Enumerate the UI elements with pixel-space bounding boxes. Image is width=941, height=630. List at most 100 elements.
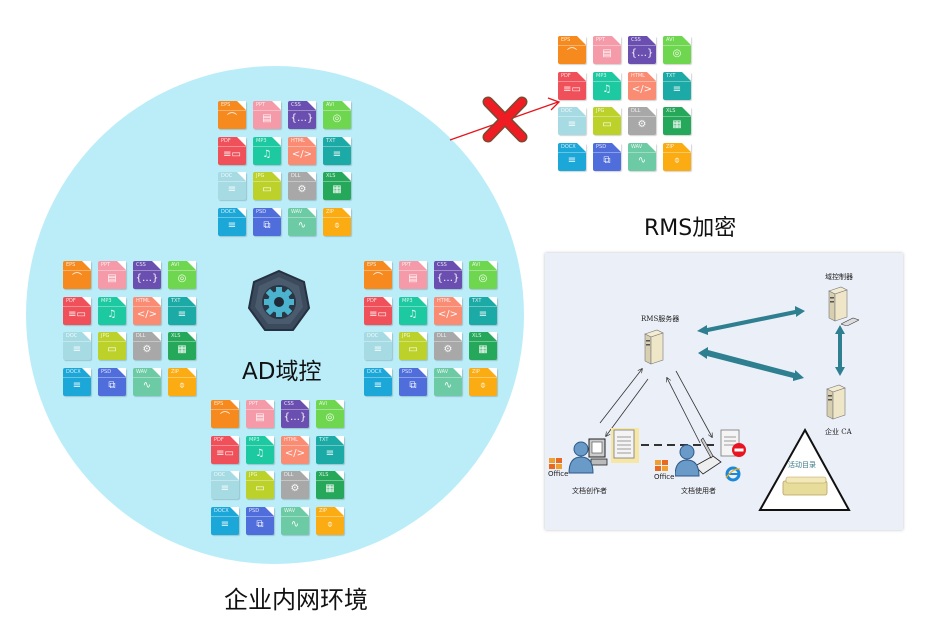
file-txt-icon: TXT≡	[316, 435, 344, 464]
file-ext-label: XLS	[666, 108, 676, 114]
file-eps-icon: EPS⌒	[364, 261, 392, 289]
office-label-author: Office	[548, 470, 569, 478]
keyboard-icon	[841, 317, 859, 326]
file-ext-label: DLL	[437, 333, 447, 339]
file-ext-label: HTML	[136, 297, 150, 304]
file-wav-icon: WAV∿	[133, 367, 161, 396]
file-glyph: ♫	[262, 148, 272, 160]
file-glyph: ≡	[220, 483, 230, 494]
file-glyph: ◎	[332, 113, 342, 124]
file-glyph: ≡	[72, 379, 82, 391]
file-glyph: ≡	[72, 344, 82, 355]
file-glyph: ⧉	[263, 219, 271, 231]
file-glyph: ▭	[262, 184, 272, 195]
file-ext-label: MP3	[101, 297, 112, 304]
file-glyph: </>	[291, 148, 313, 160]
file-pdf-icon: PDF≡▭	[63, 296, 91, 325]
file-ext-label: DOC	[214, 472, 226, 478]
file-css-icon: CSS{…}	[434, 261, 462, 289]
file-wav-icon: WAV ∿	[281, 506, 309, 535]
domain-controller-server-icon	[828, 286, 848, 322]
file-html-icon: HTML </>	[133, 296, 161, 325]
file-glyph: ⌒	[227, 113, 237, 124]
file-glyph: </>	[284, 447, 306, 459]
office-logo-icon	[655, 460, 668, 471]
file-ext-label: WAV	[284, 507, 296, 514]
file-glyph: ≡▭	[216, 447, 234, 459]
file-zip-icon: ZIP⌽	[168, 367, 196, 396]
file-ext-label: DLL	[284, 472, 294, 478]
file-html-icon: HTML</>	[628, 71, 656, 100]
file-mp3-icon: MP3♫	[593, 71, 621, 100]
file-glyph: </>	[631, 83, 653, 95]
file-psd-icon: PSD⧉	[399, 367, 427, 396]
file-avi-icon: AVI◎	[316, 400, 344, 428]
file-ext-label: HTML	[437, 297, 451, 304]
office-logo-icon	[549, 458, 562, 469]
file-ext-label: PSD	[256, 208, 267, 215]
file-glyph: ▤	[255, 412, 265, 423]
file-ext-label: PPT	[256, 102, 266, 108]
file-glyph: ▤	[262, 113, 272, 124]
ie-browser-icon	[725, 466, 741, 482]
rms-architecture-diagram: Office 文档创作者 Office 文档使用者 RMS服务器 域控制器 企业…	[545, 253, 903, 530]
file-glyph: ♫	[107, 308, 117, 320]
file-ext-label: MP3	[402, 297, 413, 304]
file-glyph: ⧉	[409, 379, 417, 391]
file-glyph: ♫	[408, 308, 418, 320]
file-ext-label: EPS	[66, 262, 76, 268]
file-xls-icon: XLS▦	[168, 332, 196, 360]
file-zip-icon: ZIP⌽	[323, 207, 351, 236]
file-glyph: ⌽	[327, 518, 333, 530]
file-eps-icon: EPS⌒	[218, 101, 246, 129]
blocked-x-icon	[482, 96, 528, 143]
file-glyph: ≡	[567, 119, 577, 130]
file-glyph: </>	[136, 308, 158, 320]
enterprise-ca-label: 企业 CA	[825, 428, 852, 436]
file-docx-icon: DOCX≡	[218, 207, 246, 236]
file-mp3-icon: MP3♫	[246, 435, 274, 464]
file-ext-label: JPG	[249, 472, 258, 478]
file-pdf-icon: PDF≡▭	[558, 71, 586, 100]
file-glyph: ∿	[290, 518, 300, 530]
file-eps-icon: EPS⌒	[63, 261, 91, 289]
file-ext-label: PDF	[66, 297, 76, 304]
file-css-icon: CSS{…}	[628, 36, 656, 64]
file-xls-icon: XLS▦	[316, 471, 344, 499]
file-jpg-icon: JPG▭	[253, 172, 281, 200]
file-glyph: ⧉	[603, 154, 611, 166]
file-glyph: ⚙	[290, 483, 300, 494]
file-glyph: ∿	[297, 219, 307, 231]
file-zip-icon: ZIP⌽	[469, 367, 497, 396]
file-ppt-icon: PPT ▤	[246, 400, 274, 428]
file-pdf-icon: PDF≡▭	[211, 435, 239, 464]
file-glyph: ▤	[602, 48, 612, 59]
file-doc-icon: DOC≡	[364, 332, 392, 360]
file-ext-label: PPT	[596, 37, 606, 43]
file-ext-label: PPT	[249, 401, 259, 407]
file-ext-label: ZIP	[326, 208, 334, 215]
doc-author-user-icon	[568, 438, 608, 474]
file-ext-label: DOC	[221, 173, 233, 179]
file-glyph: ≡	[220, 518, 230, 530]
file-eps-icon: EPS⌒	[211, 400, 239, 428]
file-glyph: {…}	[283, 412, 307, 423]
file-ext-label: JPG	[402, 333, 411, 339]
file-html-icon: HTML</>	[288, 136, 316, 165]
file-zip-icon: ZIP⌽	[663, 142, 691, 171]
rms-server-icon	[644, 329, 664, 365]
file-glyph: ▤	[408, 273, 418, 284]
file-jpg-icon: JPG▭	[246, 471, 274, 499]
file-ppt-icon: PPT▤	[98, 261, 126, 289]
file-psd-icon: PSD⧉	[246, 506, 274, 535]
file-psd-icon: PSD⧉	[593, 142, 621, 171]
file-ext-label: MP3	[249, 436, 260, 443]
file-dll-icon: DLL⚙	[434, 332, 462, 360]
file-dll-icon: DLL⚙	[288, 172, 316, 200]
file-glyph: ▦	[177, 344, 187, 355]
file-glyph: ▦	[478, 344, 488, 355]
file-xls-icon: XLS▦	[663, 107, 691, 135]
file-ext-label: PSD	[249, 507, 260, 514]
file-glyph: ≡	[332, 148, 342, 160]
file-ext-label: EPS	[561, 37, 571, 43]
